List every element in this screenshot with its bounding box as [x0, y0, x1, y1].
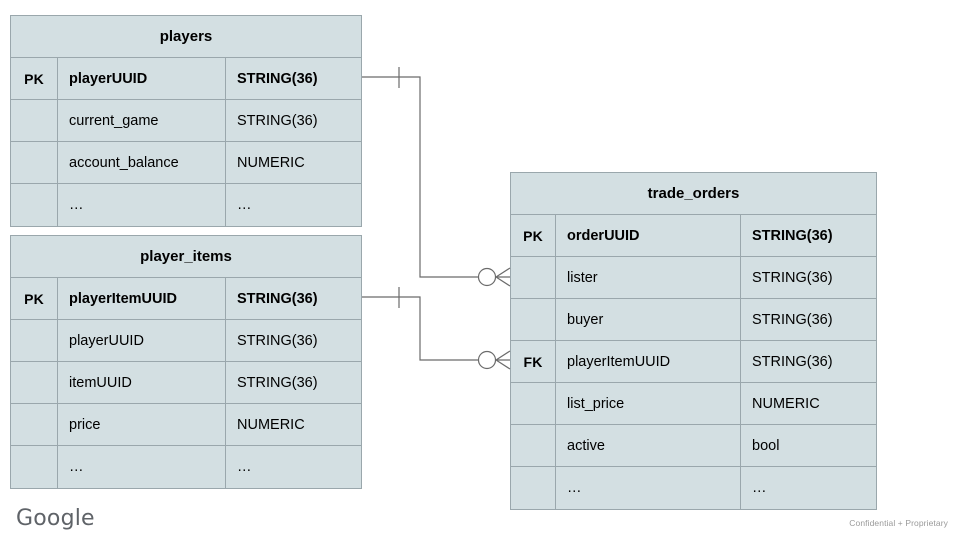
relationship-line: [362, 76, 478, 278]
row-key-badge: PK: [511, 215, 556, 256]
row-column-name: playerItemUUID: [556, 341, 741, 382]
table-row[interactable]: buyer STRING(36): [511, 299, 876, 341]
row-column-type: STRING(36): [752, 269, 833, 286]
row-key-badge: PK: [11, 58, 58, 99]
row-key-badge: [511, 257, 556, 298]
cardinality-zero-icon: [477, 267, 497, 287]
cardinality-many-icon: [495, 350, 511, 370]
row-key-badge: [11, 184, 58, 226]
row-column-name: buyer: [556, 299, 741, 340]
row-column-type: STRING(36): [752, 353, 833, 370]
row-column-name: …: [58, 184, 226, 226]
relationship-line: [362, 296, 478, 361]
table-row[interactable]: … …: [11, 446, 361, 488]
row-column-name: account_balance: [58, 142, 226, 183]
row-column-type: bool: [752, 437, 780, 454]
table-row[interactable]: playerUUID STRING(36): [11, 320, 361, 362]
row-key-badge: [511, 467, 556, 509]
row-column-name: lister: [556, 257, 741, 298]
row-column-type: …: [237, 197, 252, 213]
table-row[interactable]: active bool: [511, 425, 876, 467]
row-key-badge: [11, 320, 58, 361]
row-column-name: list_price: [556, 383, 741, 424]
table-row[interactable]: … …: [11, 184, 361, 226]
row-column-type: STRING(36): [752, 227, 833, 244]
relationship-players-to-trade-orders: [362, 67, 511, 287]
table-row[interactable]: itemUUID STRING(36): [11, 362, 361, 404]
row-key-badge: [11, 446, 58, 488]
row-column-name: …: [556, 467, 741, 509]
row-column-name: …: [58, 446, 226, 488]
row-column-name: current_game: [58, 100, 226, 141]
row-key-badge: [11, 362, 58, 403]
row-column-name: price: [58, 404, 226, 445]
row-column-name: orderUUID: [556, 215, 741, 256]
row-column-name: playerUUID: [58, 58, 226, 99]
entity-title-trade-orders: trade_orders: [511, 173, 876, 215]
entity-title-players: players: [11, 16, 361, 58]
row-column-type: NUMERIC: [237, 416, 305, 433]
row-column-name: playerUUID: [58, 320, 226, 361]
table-row[interactable]: … …: [511, 467, 876, 509]
row-key-badge: [11, 404, 58, 445]
table-row[interactable]: current_game STRING(36): [11, 100, 361, 142]
entity-players[interactable]: players PK playerUUID STRING(36) current…: [10, 15, 362, 227]
row-column-type: …: [752, 480, 767, 496]
row-key-badge: [11, 142, 58, 183]
table-row[interactable]: PK orderUUID STRING(36): [511, 215, 876, 257]
row-key-badge: PK: [11, 278, 58, 319]
row-column-type: NUMERIC: [237, 154, 305, 171]
entity-trade-orders[interactable]: trade_orders PK orderUUID STRING(36) lis…: [510, 172, 877, 510]
row-column-type: …: [237, 459, 252, 475]
entity-player-items[interactable]: player_items PK playerItemUUID STRING(36…: [10, 235, 362, 489]
table-row[interactable]: FK playerItemUUID STRING(36): [511, 341, 876, 383]
row-key-badge: [11, 100, 58, 141]
confidentiality-notice: Confidential + Proprietary: [849, 518, 948, 528]
row-key-badge: [511, 299, 556, 340]
row-column-type: STRING(36): [237, 290, 318, 307]
table-row[interactable]: lister STRING(36): [511, 257, 876, 299]
table-row[interactable]: PK playerItemUUID STRING(36): [11, 278, 361, 320]
table-row[interactable]: account_balance NUMERIC: [11, 142, 361, 184]
entity-title-player-items: player_items: [11, 236, 361, 278]
row-key-badge: FK: [511, 341, 556, 382]
cardinality-many-icon: [495, 267, 511, 287]
row-column-type: STRING(36): [752, 311, 833, 328]
cardinality-zero-icon: [477, 350, 497, 370]
row-column-name: active: [556, 425, 741, 466]
table-row[interactable]: PK playerUUID STRING(36): [11, 58, 361, 100]
row-column-type: STRING(36): [237, 332, 318, 349]
google-logo: Google: [16, 506, 95, 531]
row-column-type: STRING(36): [237, 70, 318, 87]
table-row[interactable]: list_price NUMERIC: [511, 383, 876, 425]
row-column-type: STRING(36): [237, 112, 318, 129]
row-column-name: itemUUID: [58, 362, 226, 403]
row-key-badge: [511, 425, 556, 466]
row-column-type: NUMERIC: [752, 395, 820, 412]
table-row[interactable]: price NUMERIC: [11, 404, 361, 446]
row-column-name: playerItemUUID: [58, 278, 226, 319]
relationship-player-items-to-trade-orders: [362, 287, 511, 370]
row-key-badge: [511, 383, 556, 424]
row-column-type: STRING(36): [237, 374, 318, 391]
